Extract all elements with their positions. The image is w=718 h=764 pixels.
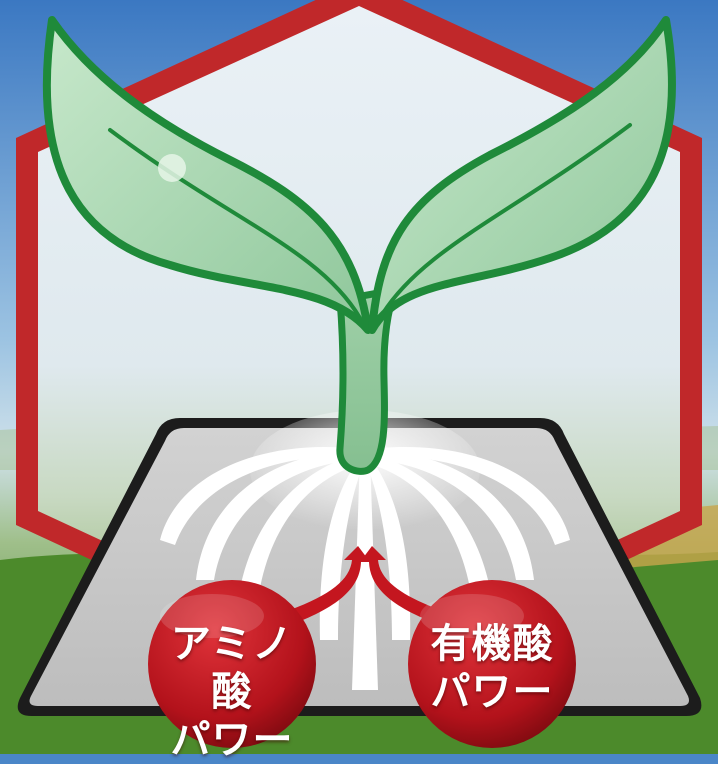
sprout-leaves-icon: [42, 16, 676, 334]
arrow-up-icon: [290, 546, 440, 622]
sprout-stem: [336, 286, 399, 475]
organic-acid-badge: [408, 580, 576, 748]
amino-acid-badge: [148, 580, 316, 748]
